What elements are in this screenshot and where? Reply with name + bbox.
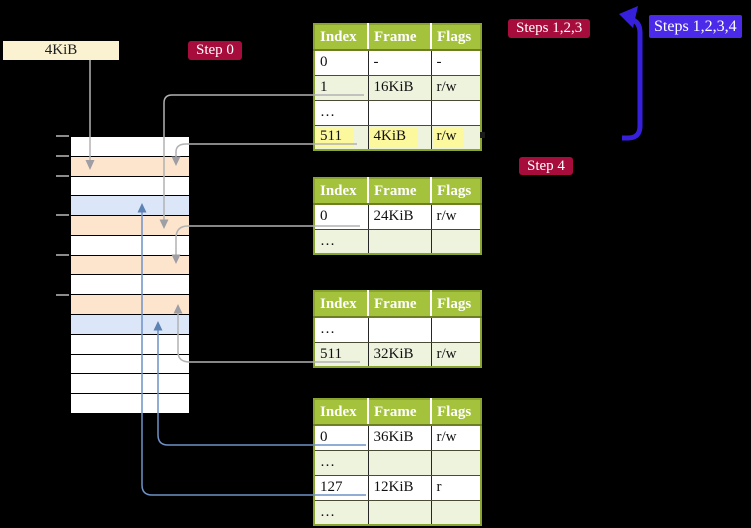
cell-index: …	[314, 450, 369, 476]
table-header-row: Index Frame Flags	[314, 291, 481, 318]
cell-frame: 36KiB	[368, 425, 432, 451]
table-row: …	[314, 317, 481, 343]
col-header-flags: Flags	[431, 24, 481, 51]
cell-frame	[368, 500, 432, 525]
col-header-index: Index	[314, 399, 369, 426]
table-header-row: Index Frame Flags	[314, 178, 481, 205]
col-header-index: Index	[314, 291, 369, 318]
cell-flags: r/w	[431, 204, 481, 230]
col-header-frame: Frame	[368, 24, 432, 51]
cell-index: 127	[314, 475, 369, 501]
step0-badge: Step 0	[188, 41, 242, 60]
cell-index: …	[314, 500, 369, 525]
table-row: …	[314, 450, 481, 476]
cell-index: 511	[314, 342, 369, 367]
arrowhead-upleft-icon	[619, 6, 638, 28]
table-row: …	[314, 500, 481, 525]
cell-frame	[368, 317, 432, 343]
table-row: 127 12KiB r	[314, 475, 481, 501]
cell-flags: r/w	[431, 75, 481, 101]
cell-frame	[368, 229, 432, 254]
memory-frame-row	[71, 176, 189, 197]
col-header-flags: Flags	[431, 291, 481, 318]
cell-flags	[431, 450, 481, 476]
page-table-4: Index Frame Flags 0 36KiB r/w … 127 12Ki…	[313, 398, 482, 526]
cell-flags: r/w	[431, 425, 481, 451]
steps123-badge: Steps 1,2,3	[508, 19, 591, 38]
cell-frame: 4KiB	[368, 125, 432, 150]
memory-frame-row	[71, 275, 189, 296]
col-header-frame: Frame	[368, 178, 432, 205]
col-header-index: Index	[314, 24, 369, 51]
table-row: 0 - -	[314, 50, 481, 76]
memory-frame-row	[71, 334, 189, 355]
cell-index: …	[314, 317, 369, 343]
memory-frame-row	[71, 196, 189, 217]
page-table-2: Index Frame Flags 0 24KiB r/w …	[313, 177, 482, 255]
cell-index: 0	[314, 204, 369, 230]
cell-frame: 32KiB	[368, 342, 432, 367]
col-header-frame: Frame	[368, 399, 432, 426]
table-row: …	[314, 229, 481, 254]
table-row: …	[314, 100, 481, 126]
cell-index: …	[314, 229, 369, 254]
memory-frame-row	[71, 315, 189, 335]
cell-flags: r	[431, 475, 481, 501]
cell-index: 0	[314, 425, 369, 451]
highlight: r/w	[432, 127, 463, 148]
memory-frame-row	[71, 394, 189, 413]
cell-frame: 12KiB	[368, 475, 432, 501]
steps1234-badge: Steps 1,2,3,4	[649, 15, 742, 38]
memory-frame-row	[71, 295, 189, 316]
address-tick	[56, 135, 69, 137]
cell-index: 1	[314, 75, 369, 101]
page-table-3: Index Frame Flags … 511 32KiB r/w	[313, 290, 482, 368]
cell-frame: 16KiB	[368, 75, 432, 101]
table-row: 511 32KiB r/w	[314, 342, 481, 367]
address-tick	[56, 294, 69, 296]
cell-index: …	[314, 100, 369, 126]
highlight: 511	[316, 127, 353, 148]
cell-flags	[431, 317, 481, 343]
address-tick	[56, 214, 69, 216]
memory-frame-row	[71, 216, 189, 236]
col-header-frame: Frame	[368, 291, 432, 318]
table-row: 0 36KiB r/w	[314, 425, 481, 451]
table-header-row: Index Frame Flags	[314, 399, 481, 426]
address-tick	[56, 175, 69, 177]
cell-index: 0	[314, 50, 369, 76]
table-row: 0 24KiB r/w	[314, 204, 481, 230]
cell-flags: r/w	[431, 125, 481, 150]
memory-frame-row	[71, 374, 189, 395]
address-tick	[56, 155, 69, 157]
cell-flags	[431, 229, 481, 254]
cell-frame	[368, 450, 432, 476]
col-header-index: Index	[314, 178, 369, 205]
memory-frame-row	[71, 235, 189, 256]
step4-badge: Step 4	[519, 157, 573, 175]
table-row: 1 16KiB r/w	[314, 75, 481, 101]
col-header-flags: Flags	[431, 399, 481, 426]
col-header-flags: Flags	[431, 178, 481, 205]
address-tick	[56, 254, 69, 256]
table-row-highlighted: 511 4KiB r/w	[314, 125, 481, 150]
cell-flags: -	[431, 50, 481, 76]
steps-sequence-arrow	[622, 16, 643, 141]
memory-frame-row	[71, 255, 189, 276]
cell-flags: r/w	[431, 342, 481, 367]
memory-frame-row	[71, 137, 189, 157]
table-header-row: Index Frame Flags	[314, 24, 481, 51]
memory-frame-row	[71, 354, 189, 375]
cell-index: 511	[314, 125, 369, 150]
cell-frame	[368, 100, 432, 126]
cell-flags	[431, 100, 481, 126]
frame-size-label: 4KiB	[3, 41, 119, 60]
cell-flags	[431, 500, 481, 525]
page-table-1: Index Frame Flags 0 - - 1 16KiB r/w … 51…	[313, 23, 482, 151]
memory-frame-row	[71, 156, 189, 177]
cell-frame: 24KiB	[368, 204, 432, 230]
highlight: 4KiB	[369, 127, 418, 148]
cell-frame: -	[368, 50, 432, 76]
physical-memory-column	[70, 136, 190, 414]
